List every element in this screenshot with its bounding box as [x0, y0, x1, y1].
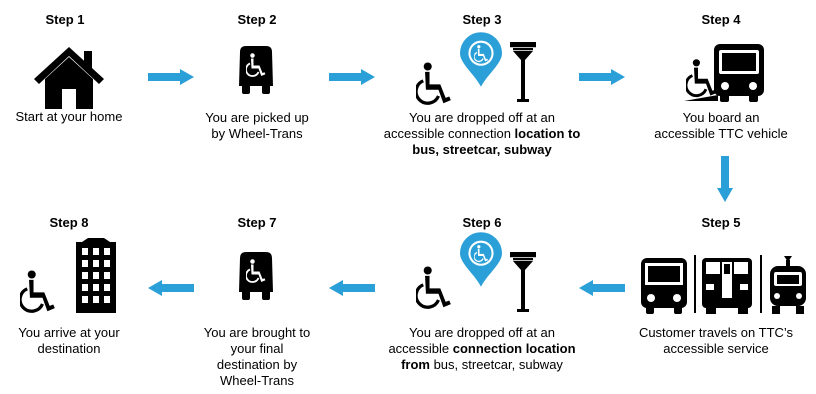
step-4: Step 4	[616, 12, 816, 28]
step-7: Step 7	[152, 215, 362, 231]
divider	[760, 255, 762, 313]
building-icon	[72, 238, 120, 313]
step-title: Step 4	[701, 12, 741, 27]
desc-text: Start at your home	[15, 109, 123, 124]
location-pin-icon	[460, 32, 502, 87]
step-title: Step 8	[49, 215, 89, 230]
arrow-left-icon	[329, 280, 375, 296]
step-5: Step 5	[616, 215, 816, 231]
desc-bold-text: location to bus, streetcar, subway	[412, 126, 581, 157]
step-title: Step 7	[237, 215, 277, 230]
wheel-trans-bus-icon	[236, 46, 276, 94]
ramp-icon	[684, 95, 718, 101]
step-2: Step 2	[152, 12, 362, 28]
desc-text: You are dropped off at an accessible	[388, 325, 555, 356]
desc-text: You are brought to your final destinatio…	[203, 325, 311, 388]
desc-text: You are dropped off at an accessible con…	[383, 110, 555, 141]
step-title: Step 3	[462, 12, 502, 27]
step-1: Step 1	[0, 12, 170, 28]
step-6-description: You are dropped off at an accessible con…	[377, 325, 587, 373]
step-1-description: Start at your home	[0, 109, 174, 125]
arrow-left-icon	[579, 280, 625, 296]
step-6: Step 6	[377, 215, 587, 231]
step-3-description: You are dropped off at an accessible con…	[377, 110, 587, 158]
desc-text: You are picked up by Wheel-Trans	[205, 110, 309, 141]
wheelchair-icon	[20, 270, 56, 313]
divider	[694, 255, 696, 313]
step-3: Step 3	[377, 12, 587, 28]
desc-bold-text: connection location from	[401, 341, 576, 372]
arrow-right-icon	[148, 69, 194, 85]
streetcar-icon	[768, 256, 808, 314]
step-8: Step 8	[0, 215, 174, 231]
step-title: Step 1	[45, 12, 85, 27]
step-8-description: You arrive at your destination	[0, 325, 174, 357]
step-7-description: You are brought to your final destinatio…	[152, 325, 362, 389]
desc-text: bus, streetcar, subway	[429, 357, 563, 372]
wheelchair-icon	[416, 266, 452, 309]
step-2-description: You are picked up by Wheel-Trans	[152, 110, 362, 142]
subway-train-icon	[702, 258, 752, 314]
ttc-bus-icon	[641, 258, 687, 314]
step-title: Step 5	[701, 215, 741, 230]
arrow-left-icon	[148, 280, 194, 296]
arrow-right-icon	[329, 69, 375, 85]
transit-stop-pole-icon	[508, 252, 538, 312]
desc-text: Customer travels on TTC’s accessible ser…	[638, 325, 794, 356]
step-title: Step 6	[462, 215, 502, 230]
ttc-bus-icon	[714, 44, 764, 102]
desc-text: You arrive at your destination	[18, 325, 120, 356]
arrow-down-icon	[717, 156, 733, 202]
wheelchair-icon	[416, 62, 452, 105]
arrow-right-icon	[579, 69, 625, 85]
step-5-description: Customer travels on TTC’s accessible ser…	[611, 325, 816, 357]
step-title: Step 2	[237, 12, 277, 27]
desc-text: You board an accessible TTC vehicle	[654, 110, 788, 141]
transit-stop-pole-icon	[508, 42, 538, 102]
location-pin-icon	[460, 232, 502, 287]
step-4-description: You board an accessible TTC vehicle	[616, 110, 816, 142]
house-icon	[34, 45, 104, 109]
wheel-trans-bus-icon	[236, 252, 276, 300]
